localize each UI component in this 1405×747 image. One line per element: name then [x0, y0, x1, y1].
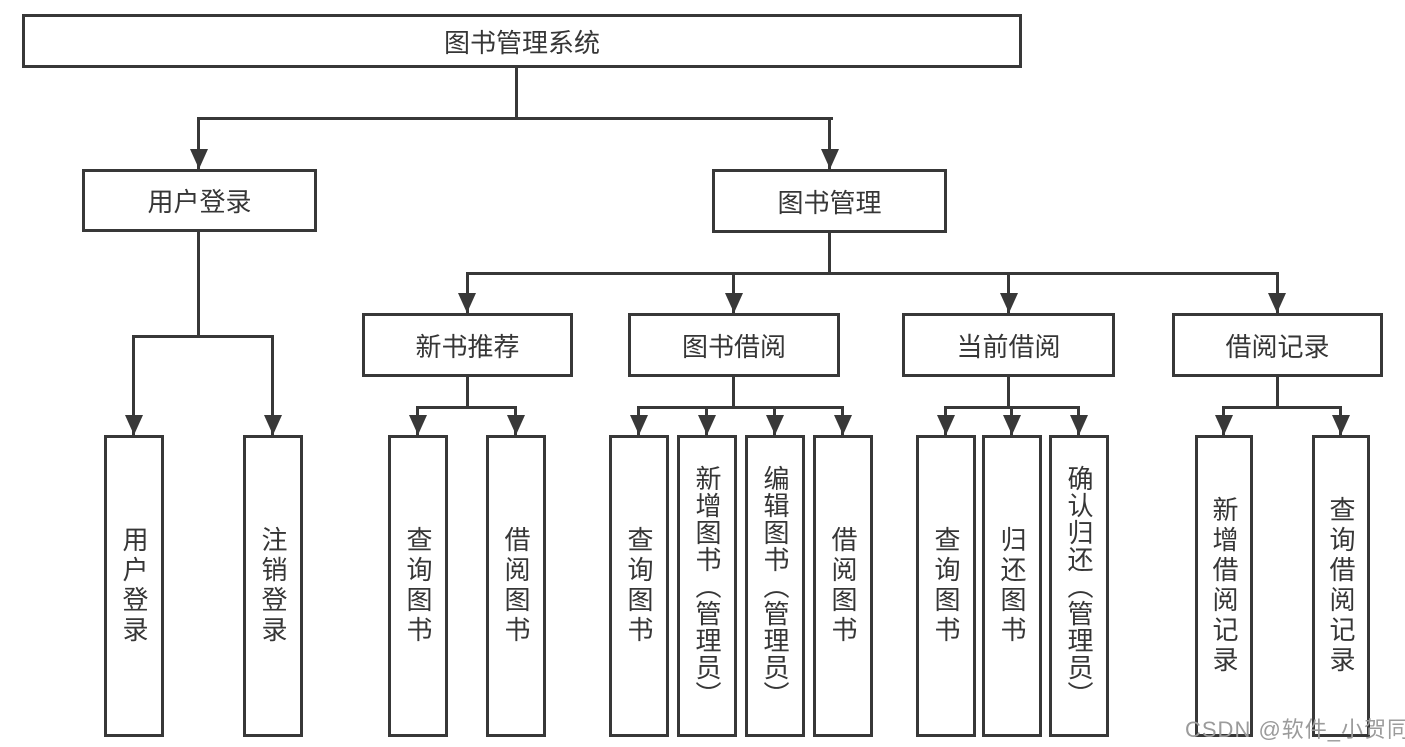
connector-line	[1007, 377, 1010, 406]
leaf-logout: 注销登录	[243, 435, 303, 737]
connector-line	[132, 335, 274, 338]
connector-line	[416, 406, 517, 409]
arrow-down-icon	[409, 415, 427, 435]
arrow-down-icon	[1215, 415, 1233, 435]
arrow-down-icon	[1070, 415, 1088, 435]
node-book-management: 图书管理	[712, 169, 947, 233]
arrow-down-icon	[458, 293, 476, 313]
leaf-return-books: 归还图书	[982, 435, 1042, 737]
connector-line	[515, 68, 518, 117]
connector-line	[828, 117, 831, 169]
leaf-confirm-return-admin: 确认归还（管理员）	[1049, 435, 1109, 737]
arrow-down-icon	[1332, 415, 1350, 435]
leaf-query-borrow-record: 查询借阅记录	[1312, 435, 1370, 737]
watermark: CSDN @软件_小贺同学	[1185, 717, 1405, 742]
node-current-borrowing: 当前借阅	[902, 313, 1115, 377]
node-borrowing-records: 借阅记录	[1172, 313, 1383, 377]
leaf-borrow-books-recommend: 借阅图书	[486, 435, 546, 737]
leaf-query-books-recommend: 查询图书	[388, 435, 448, 737]
leaf-query-books-borrow: 查询图书	[609, 435, 669, 737]
connector-line	[732, 377, 735, 406]
connector-line	[197, 117, 833, 120]
connector-line	[271, 335, 274, 435]
arrow-down-icon	[190, 149, 208, 169]
arrow-down-icon	[834, 415, 852, 435]
connector-line	[466, 272, 469, 313]
connector-line	[466, 377, 469, 406]
node-library-management-system: 图书管理系统	[22, 14, 1022, 68]
connector-line	[1276, 377, 1279, 406]
connector-line	[1276, 272, 1279, 313]
node-book-borrowing: 图书借阅	[628, 313, 840, 377]
arrow-down-icon	[630, 415, 648, 435]
connector-line	[466, 272, 1279, 275]
connector-line	[197, 232, 200, 335]
connector-line	[828, 233, 831, 272]
arrow-down-icon	[1003, 415, 1021, 435]
arrow-down-icon	[1000, 293, 1018, 313]
node-user-login: 用户登录	[82, 169, 317, 232]
leaf-borrow-books: 借阅图书	[813, 435, 873, 737]
connector-line	[732, 272, 735, 313]
leaf-user-login: 用户登录	[104, 435, 164, 737]
arrow-down-icon	[507, 415, 525, 435]
connector-line	[132, 335, 135, 435]
node-new-book-recommendation: 新书推荐	[362, 313, 573, 377]
connector-line	[637, 406, 844, 409]
arrow-down-icon	[725, 293, 743, 313]
arrow-down-icon	[821, 149, 839, 169]
leaf-edit-books-admin: 编辑图书（管理员）	[745, 435, 805, 737]
arrow-down-icon	[1268, 293, 1286, 313]
leaf-add-borrow-record: 新增借阅记录	[1195, 435, 1253, 737]
arrow-down-icon	[937, 415, 955, 435]
arrow-down-icon	[264, 415, 282, 435]
arrow-down-icon	[698, 415, 716, 435]
connector-line	[197, 117, 200, 169]
leaf-add-books-admin: 新增图书（管理员）	[677, 435, 737, 737]
connector-line	[1007, 272, 1010, 313]
arrow-down-icon	[766, 415, 784, 435]
connector-line	[1222, 406, 1342, 409]
leaf-query-books-current: 查询图书	[916, 435, 976, 737]
arrow-down-icon	[125, 415, 143, 435]
